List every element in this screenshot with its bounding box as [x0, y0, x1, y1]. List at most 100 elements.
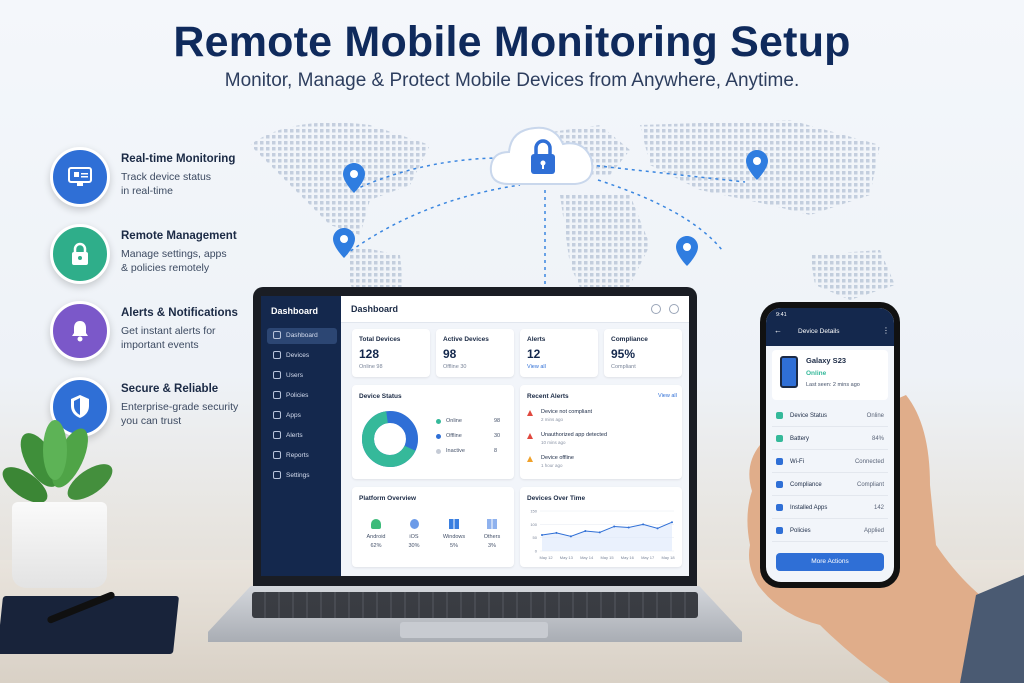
device-status-donut	[362, 411, 418, 467]
gear-icon	[273, 471, 281, 479]
dashboard-screen: Dashboard Dashboard Devices Users Polici…	[261, 296, 689, 576]
feature-title: Secure & Reliable	[121, 383, 219, 395]
data-point	[656, 527, 659, 530]
sidebar-item-users[interactable]: Users	[267, 368, 337, 384]
sidebar: Dashboard Dashboard Devices Users Polici…	[261, 296, 341, 576]
notification-icon[interactable]	[651, 304, 661, 314]
apps-icon	[273, 411, 281, 419]
plant-pot	[12, 502, 107, 588]
device-icon	[273, 351, 281, 359]
sidebar-item-dashboard[interactable]: Dashboard	[267, 328, 337, 344]
feature-description: Manage settings, apps& policies remotely	[121, 248, 227, 274]
more-menu-icon[interactable]: ⋮	[882, 326, 890, 335]
warning-icon	[527, 433, 533, 439]
shield-icon	[776, 481, 783, 488]
kpi-total-devices[interactable]: Total Devices 128 Online 98	[352, 329, 430, 377]
phone-header: 9:41 ← Device Details ⋮	[766, 308, 894, 346]
sidebar-item-reports[interactable]: Reports	[267, 448, 337, 464]
series-line	[541, 521, 673, 537]
dashboard-title: Dashboard	[351, 304, 399, 314]
series-area	[542, 522, 672, 551]
platform-windows: Windows 5%	[436, 519, 472, 549]
profile-icon[interactable]	[669, 304, 679, 314]
device-summary-card: Galaxy S23 Online Last seen: 2 mins ago	[772, 350, 888, 400]
lock-icon	[50, 224, 110, 284]
kpi-alerts[interactable]: Alerts 12 View all	[520, 329, 598, 377]
sidebar-item-devices[interactable]: Devices	[267, 348, 337, 364]
data-point	[598, 531, 601, 534]
more-actions-button[interactable]: More Actions	[776, 553, 884, 571]
data-point	[613, 525, 616, 528]
device-online-status: Online	[806, 370, 827, 377]
bell-icon	[50, 301, 110, 361]
location-pin-icon	[333, 228, 355, 258]
y-tick-label: 50	[533, 535, 538, 540]
data-point	[642, 523, 645, 526]
sidebar-item-apps[interactable]: Apps	[267, 408, 337, 424]
back-arrow-icon[interactable]: ←	[774, 326, 782, 335]
wifi-icon	[776, 458, 783, 465]
alert-item[interactable]: Unauthorized app detected 10 mins ago	[527, 432, 677, 452]
feature-real-time-monitoring: Real-time Monitoring Track device status…	[50, 147, 280, 207]
view-all-link[interactable]: View all	[658, 393, 677, 399]
device-status-card: Device Status Online 98 Offline 30 Inact…	[352, 385, 514, 479]
alert-item[interactable]: Device not compliant 2 mins ago	[527, 409, 677, 429]
home-icon	[273, 331, 281, 339]
kpi-compliance[interactable]: Compliance 95% Compliant	[604, 329, 682, 377]
cloud-lock-icon	[489, 126, 594, 185]
sidebar-item-settings[interactable]: Settings	[267, 468, 337, 484]
location-pin-icon	[746, 150, 768, 180]
y-tick-label: 150	[530, 509, 537, 514]
last-seen: Last seen: 2 mins ago	[806, 382, 860, 388]
sidebar-item-policies[interactable]: Policies	[267, 388, 337, 404]
laptop-keyboard	[252, 592, 698, 618]
page-subtitle: Monitor, Manage & Protect Mobile Devices…	[224, 70, 800, 91]
policy-icon	[273, 391, 281, 399]
monitor-icon	[50, 147, 110, 207]
report-icon	[273, 451, 281, 459]
status-icon	[776, 412, 783, 419]
phone-device-icon	[780, 356, 798, 388]
sidebar-item-alerts[interactable]: Alerts	[267, 428, 337, 444]
top-bar: Dashboard	[341, 296, 689, 323]
feature-title: Real-time Monitoring	[121, 153, 236, 165]
device-name: Galaxy S23	[806, 356, 847, 365]
kpi-active-devices[interactable]: Active Devices 98 Offline 30	[436, 329, 514, 377]
feature-remote-management: Remote Management Manage settings, apps&…	[50, 224, 280, 284]
y-tick-label: 0	[535, 549, 538, 554]
data-point	[627, 526, 630, 529]
y-tick-label: 100	[530, 522, 537, 527]
plant-leaves	[2, 420, 113, 503]
phone-screen: 9:41 ← Device Details ⋮ Galaxy S23 Onlin…	[766, 308, 894, 582]
windows-icon	[449, 519, 459, 529]
platform-overview-card: Platform Overview Android 62% iOS 30% Wi…	[352, 487, 514, 567]
sidebar-title: Dashboard	[271, 306, 319, 316]
location-pin-icon	[676, 236, 698, 266]
battery-icon	[776, 435, 783, 442]
android-icon	[371, 519, 381, 529]
data-point	[555, 531, 558, 534]
platform-ios: iOS 30%	[398, 519, 430, 549]
users-icon	[273, 371, 281, 379]
x-tick-label: May 18	[661, 555, 675, 560]
bell-icon	[273, 431, 281, 439]
policy-icon	[776, 527, 783, 534]
data-point	[541, 534, 543, 536]
phone-header-title: Device Details	[798, 328, 840, 335]
recent-alerts-card: Recent Alerts View all Device not compli…	[520, 385, 682, 479]
alert-item[interactable]: Device offline 1 hour ago	[527, 455, 677, 475]
x-tick-label: May 16	[621, 555, 635, 560]
platform-others: Others 3%	[476, 519, 508, 549]
x-tick-label: May 13	[560, 555, 574, 560]
